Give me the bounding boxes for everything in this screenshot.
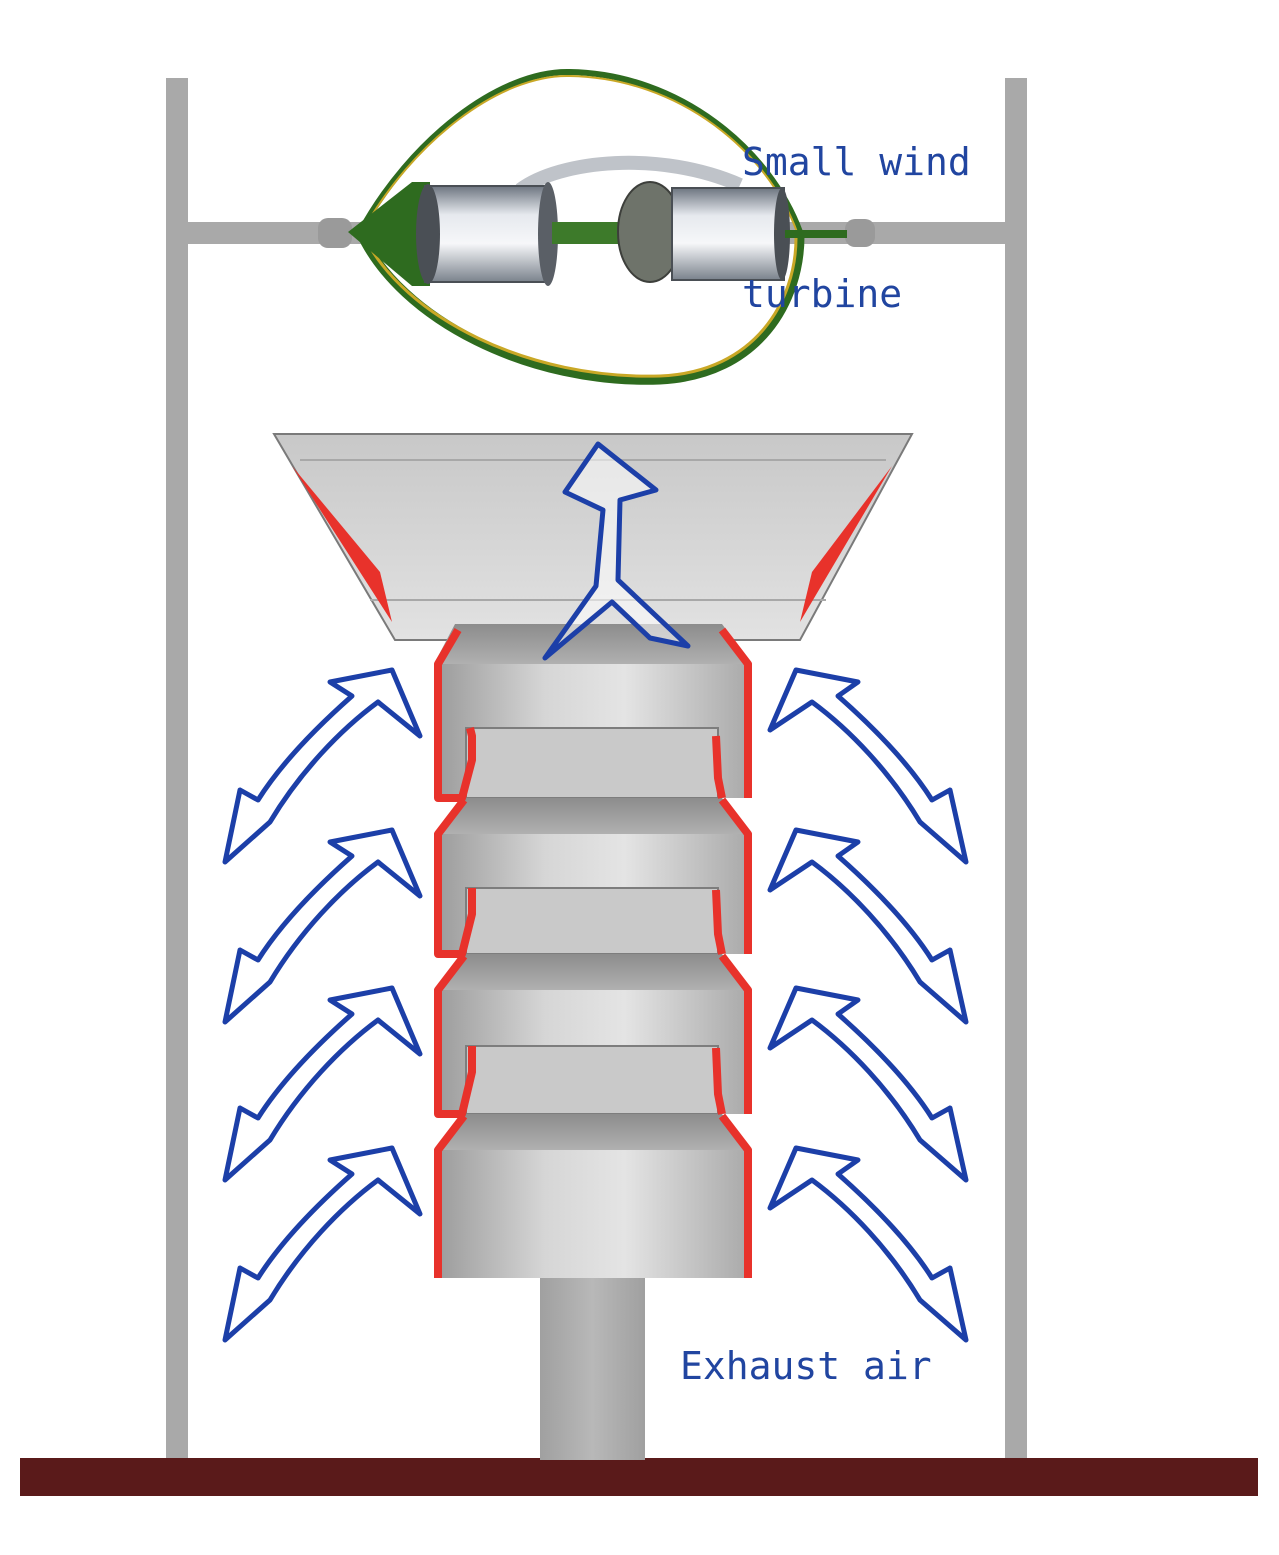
arrow-left-1 [222, 667, 423, 865]
arrow-left-4 [222, 1145, 423, 1343]
tier-3-inner [465, 1045, 719, 1115]
turbine-blade-outer-yellow [361, 74, 798, 233]
right-inflow-arrows [767, 667, 969, 1343]
turbine-cylinder-right [671, 187, 785, 281]
frame-right-post [1005, 78, 1027, 1468]
turbine-blade-outer [357, 68, 803, 234]
turbine-label: Small wind turbine [742, 52, 971, 360]
turbine-blade-lower [355, 230, 805, 385]
arrow-left-3 [222, 985, 423, 1183]
ground-base [20, 1458, 1258, 1496]
exhaust-tower [434, 624, 752, 1278]
tier-1-inner [465, 727, 719, 799]
arrow-right-4 [767, 1145, 969, 1343]
turbine-blade-lower-yellow [362, 235, 798, 378]
turbine-disc-left [416, 184, 440, 284]
turbine-disc-right [774, 188, 790, 280]
turbine-inner-blade [515, 155, 743, 196]
tier-3-top [434, 954, 752, 990]
exhaust-air-label: Exhaust air [680, 1344, 932, 1388]
funnel-red-panel-left [292, 466, 392, 622]
turbine-cylinder-left [424, 185, 551, 283]
arrow-right-2 [767, 827, 969, 1025]
left-inflow-arrows [222, 667, 423, 1343]
frame-left-post [166, 78, 188, 1468]
turbine-right-bearing [845, 219, 875, 247]
tier-4-top [434, 1114, 752, 1150]
turbine-shaft-right [785, 230, 847, 238]
tier-2-top [434, 798, 752, 834]
tower-red-edge-left [434, 627, 476, 1278]
turbine-label-line2: turbine [742, 272, 903, 316]
turbine-label-line1: Small wind [742, 140, 971, 184]
funnel-red-panel-right [800, 466, 892, 622]
collector-funnel [272, 433, 914, 641]
turbine-disc-mid-left [538, 182, 558, 286]
arrow-right-1 [767, 667, 969, 865]
tower-red-edge-right [712, 627, 752, 1278]
funnel-body [272, 433, 914, 641]
arrow-up-center [542, 441, 691, 661]
arrow-left-2 [222, 827, 423, 1025]
turbine-hub-cone [348, 182, 430, 286]
tier-1-top [434, 624, 752, 664]
tower-stem [540, 1278, 645, 1460]
turbine-left-bearing [318, 218, 352, 248]
arrow-right-3 [767, 985, 969, 1183]
tier-2-inner [465, 887, 719, 955]
wind-turbine [318, 68, 875, 385]
tier-4-body [434, 1150, 752, 1278]
turbine-shaft-lattice [552, 222, 632, 244]
